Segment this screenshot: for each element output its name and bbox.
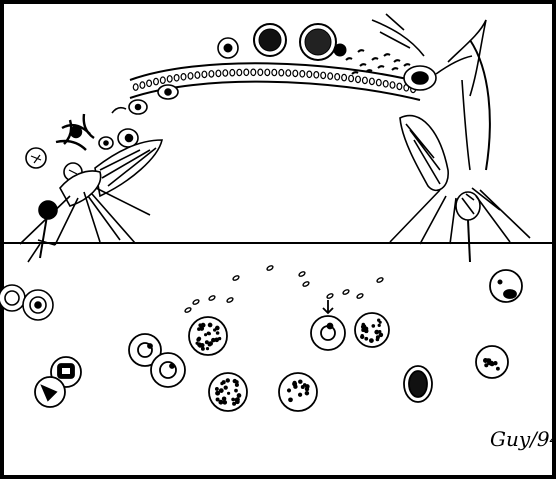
parasite-nucleus [234, 389, 238, 393]
parasite-nucleus [361, 334, 364, 337]
hepatocyte [0, 285, 25, 311]
parasite-nucleus [483, 358, 488, 363]
trophozoite [279, 373, 317, 411]
parasite-nucleus [198, 344, 202, 348]
parasite-nucleus [235, 397, 240, 402]
parasite-nucleus [220, 382, 223, 385]
parasite-nucleus [232, 402, 236, 406]
parasite-nucleus [489, 362, 493, 366]
parasite-nucleus [298, 379, 302, 383]
parasite-nucleus [293, 384, 297, 388]
parasite-nucleus [496, 367, 500, 371]
parasite-nucleus [305, 391, 309, 395]
parasite-nucleus [301, 385, 305, 389]
parasite-nucleus [287, 388, 291, 392]
parasite-nucleus [216, 397, 220, 401]
parasite-nucleus [288, 397, 293, 402]
parasite-nucleus [215, 387, 219, 391]
parasite-nucleus [208, 323, 213, 328]
parasite-nucleus [378, 330, 381, 333]
parasite-nucleus [219, 388, 224, 393]
parasite-nucleus [298, 393, 302, 397]
parasite-nucleus [371, 324, 375, 328]
parasite-nucleus [196, 338, 200, 342]
parasite-nucleus [378, 324, 381, 327]
parasite-nucleus [208, 342, 212, 346]
parasite-nucleus [206, 347, 209, 350]
artist-signature: Guy/94 [490, 427, 556, 451]
parasite-nucleus [235, 380, 239, 384]
parasite-nucleus [231, 398, 235, 402]
parasite-nucleus [227, 392, 230, 395]
parasite-nucleus [379, 321, 382, 324]
rbc-ring [311, 316, 345, 350]
parasite-nucleus [237, 393, 242, 398]
parasite-nucleus [216, 331, 220, 335]
parasite-nucleus [305, 384, 310, 389]
parasite-nucleus [293, 381, 297, 385]
parasite-nucleus [201, 323, 206, 328]
parasite-nucleus [224, 385, 228, 389]
parasite-nucleus [223, 400, 228, 405]
parasite-nucleus [214, 337, 219, 342]
parasite-nucleus [208, 332, 211, 335]
parasite-nucleus [364, 337, 368, 341]
parasite-nucleus [379, 333, 384, 338]
rbc-ring [151, 353, 185, 387]
parasite-nucleus [204, 333, 207, 336]
parasite-nucleus [369, 338, 374, 343]
parasite-nucleus [201, 347, 205, 351]
parasite-nucleus [213, 328, 216, 331]
parasite-nucleus [361, 328, 365, 332]
parasite-nucleus [226, 378, 230, 382]
